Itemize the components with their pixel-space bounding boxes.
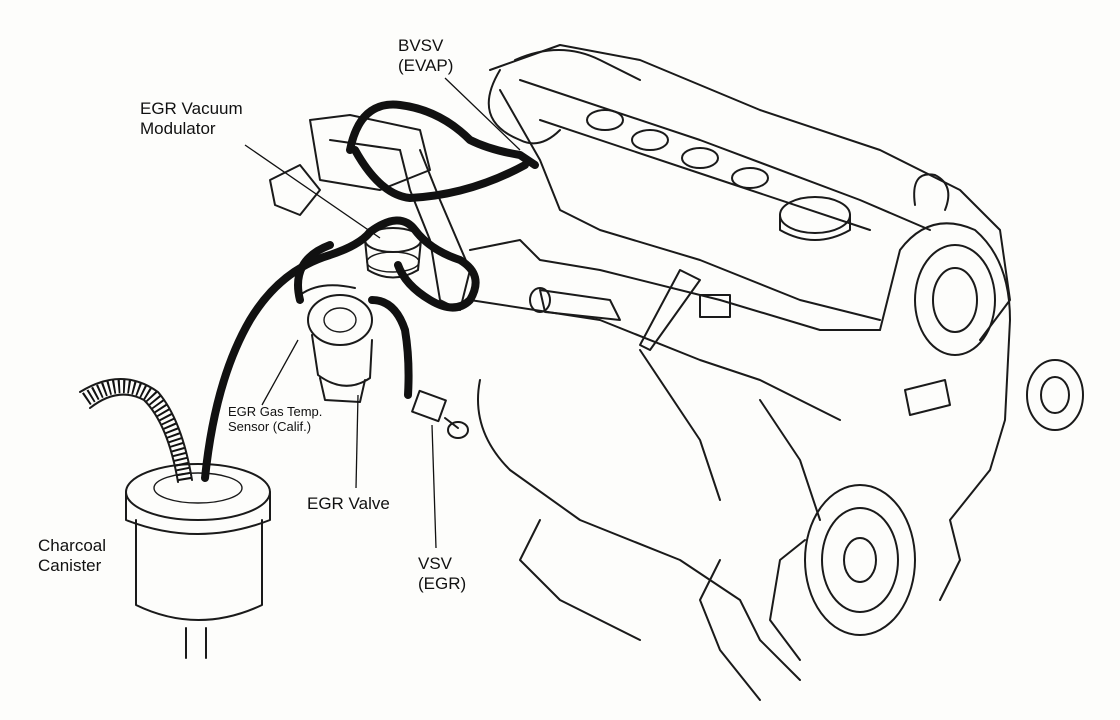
- egr-gas-temp-sensor-label: EGR Gas Temp. Sensor (Calif.): [228, 404, 323, 434]
- vacuum-hoses: [201, 100, 539, 482]
- charcoal-canister-label: Charcoal Canister: [38, 536, 107, 575]
- vsv-egr-label: VSV (EGR): [418, 554, 467, 593]
- engine-head: [487, 44, 1011, 341]
- egr-vacuum-modulator: [364, 227, 422, 279]
- egr-vacuum-modulator-label: EGR Vacuum Modulator: [140, 99, 243, 138]
- charcoal-canister: [79, 378, 271, 659]
- leader-lines: [244, 77, 521, 549]
- bvsv-evap-label: BVSV (EVAP): [398, 36, 454, 75]
- timing-cover: [769, 222, 1084, 661]
- vsv-egr: [411, 389, 469, 439]
- engine-block: [269, 114, 881, 701]
- egr-valve: [299, 284, 373, 403]
- egr-valve-label: EGR Valve: [307, 494, 390, 513]
